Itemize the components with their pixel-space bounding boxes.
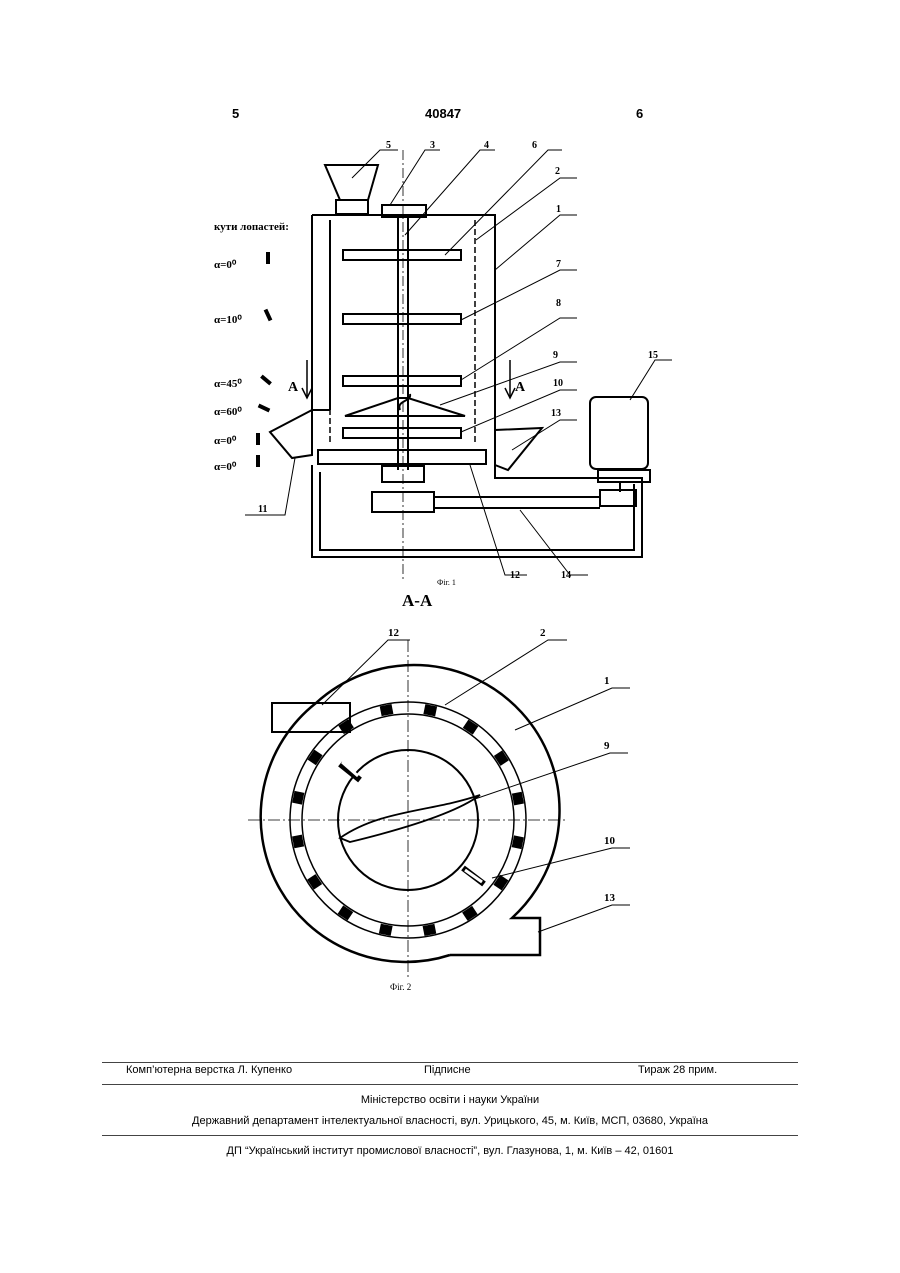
blade-angle-icon [258, 404, 271, 413]
sieve-slot [494, 750, 509, 766]
label-10: 10 [604, 835, 616, 847]
sieve-slot [423, 704, 437, 716]
label-2: 2 [540, 627, 546, 639]
rotor-blade [340, 795, 480, 842]
label-14: 14 [561, 570, 571, 581]
label-1: 1 [556, 204, 561, 215]
label-15: 15 [648, 350, 658, 361]
angle-label: α=60⁰ [214, 406, 242, 418]
label-11: 11 [258, 504, 267, 515]
sieve-slot [462, 906, 478, 921]
section-title: А-А [402, 591, 433, 610]
sieve-slot [512, 835, 524, 849]
label-13: 13 [604, 892, 616, 904]
section-mark-right: А [515, 380, 526, 395]
angle-label: α=0⁰ [214, 259, 237, 271]
outlet-right [495, 428, 542, 470]
label-9: 9 [553, 350, 558, 361]
label-5: 5 [386, 140, 391, 151]
footer-rule-middle [102, 1084, 798, 1085]
signed-note: Підписне [424, 1064, 471, 1076]
sieve-slot [292, 835, 304, 849]
angles-heading: кути лопастей: [214, 221, 289, 233]
label-4: 4 [484, 140, 489, 151]
layout-credit: Комп’ютерна верстка Л. Купенко [126, 1064, 292, 1076]
figure-2-caption: Фіг. 2 [390, 982, 411, 992]
blade-angle-icon [256, 455, 260, 467]
label-10: 10 [553, 378, 563, 389]
sieve-slot [338, 905, 354, 920]
ministry-line: Міністерство освіти і науки України [0, 1094, 900, 1106]
blade-angle-icon [256, 433, 260, 445]
footer-rule-bottom [102, 1135, 798, 1136]
angle-label: α=10⁰ [214, 314, 242, 326]
label-3: 3 [430, 140, 435, 151]
sieve-slot [463, 720, 479, 735]
sieve-slot [308, 750, 323, 766]
blade-angle-icon [260, 375, 272, 386]
label-2: 2 [555, 166, 560, 177]
blade [343, 250, 461, 260]
label-12: 12 [388, 627, 400, 639]
blade [343, 314, 461, 324]
sieve-slot [307, 874, 322, 890]
department-line: Державний департамент інтелектуальної вл… [0, 1115, 900, 1127]
sieve-slot [423, 924, 437, 936]
label-8: 8 [556, 298, 561, 309]
rotor-plate [318, 450, 486, 464]
angle-label: α=45⁰ [214, 378, 242, 390]
angle-label: α=0⁰ [214, 435, 237, 447]
sieve-slot [379, 924, 393, 936]
blade [343, 428, 461, 438]
label-9: 9 [604, 740, 610, 752]
blade-angle-icon [266, 252, 270, 264]
label-13: 13 [551, 408, 561, 419]
sieve-slot [380, 704, 394, 716]
label-12: 12 [510, 570, 520, 581]
section-mark-left: А [288, 380, 299, 395]
institute-line: ДП “Український інститут промислової вла… [0, 1145, 900, 1157]
sieve-slot [292, 791, 304, 805]
blade-angle-icon [264, 309, 273, 322]
volute-housing [316, 665, 560, 955]
motor [590, 397, 648, 469]
angle-label: α=0⁰ [214, 461, 237, 473]
label-1: 1 [604, 675, 610, 687]
circulation: Тираж 28 прим. [638, 1064, 717, 1076]
hopper [325, 165, 378, 200]
footer-rule-top [102, 1062, 798, 1063]
label-6: 6 [532, 140, 537, 151]
figure-1-caption: Фіг. 1 [437, 578, 456, 587]
label-7: 7 [556, 259, 561, 270]
sieve-slot [512, 792, 524, 806]
outlet-left [270, 410, 312, 458]
blade [343, 376, 461, 386]
